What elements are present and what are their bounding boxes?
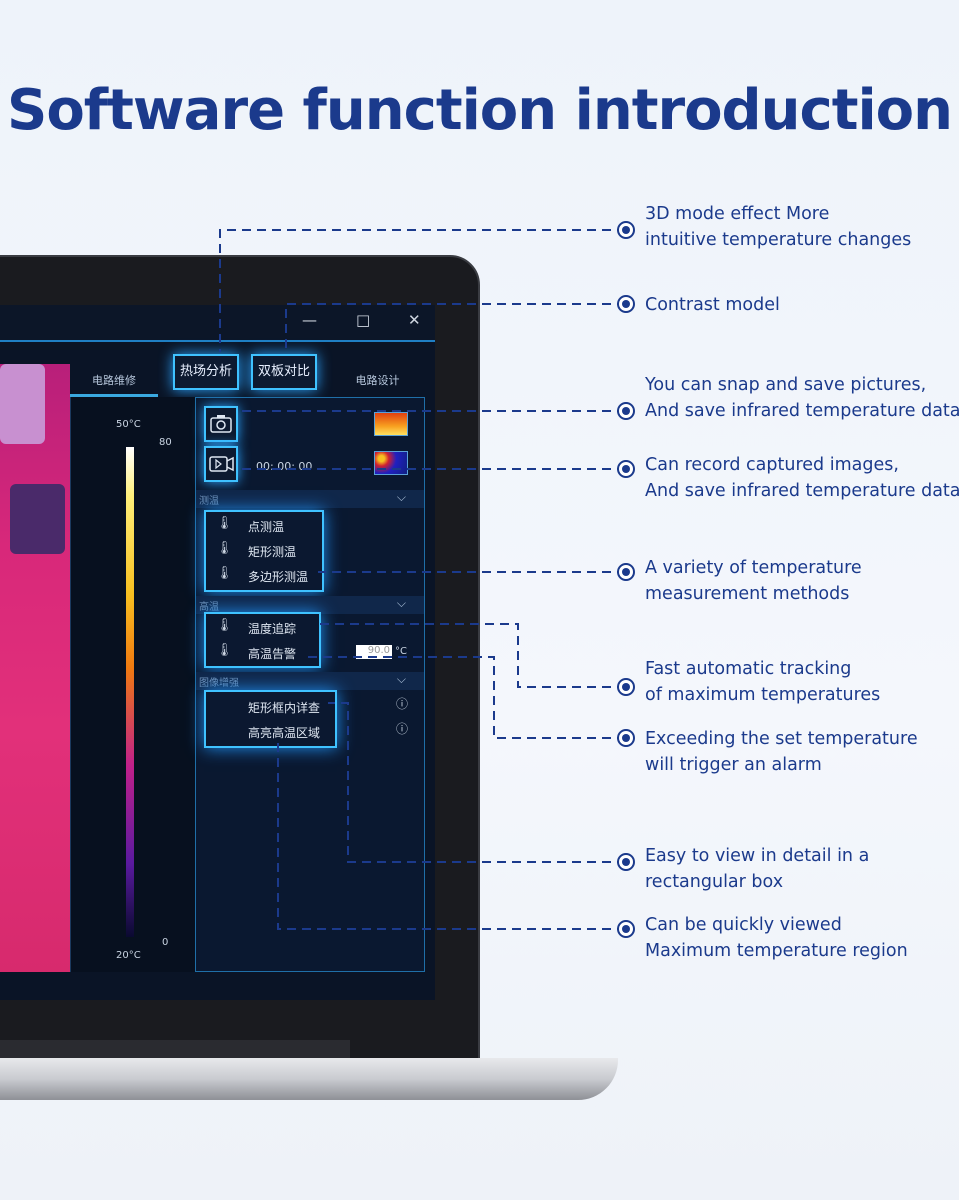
section-measure-label: 测温 [199, 496, 219, 507]
colorbar-panel: 50°C 80 0 20°C [70, 397, 195, 972]
section-enhance[interactable]: 图像增强 ⌵ [196, 672, 424, 690]
tab-circuit-repair[interactable]: 电路维修 [92, 374, 136, 387]
recording-thumbnail[interactable] [374, 451, 408, 475]
leader-line [305, 656, 626, 739]
temperature-tracking[interactable]: 温度追踪 [248, 622, 297, 636]
chevron-down-icon[interactable]: ⌵ [396, 672, 406, 686]
annotation-marker [617, 295, 635, 313]
colorbar [126, 447, 134, 937]
chevron-down-icon[interactable]: ⌵ [396, 490, 406, 504]
highlight-high-temp[interactable]: 高亮高温区域 [248, 726, 321, 740]
enhance-tools: 矩形框内详查 高亮高温区域 [204, 690, 337, 748]
annotation-marker [617, 853, 635, 871]
active-tab-indicator [70, 394, 158, 397]
annotation-marker [617, 402, 635, 420]
leader-line [328, 702, 626, 863]
colorbar-top-value: 80 [159, 437, 172, 448]
section-high-temp-label: 高温 [199, 602, 219, 613]
high-temp-alarm[interactable]: 高温告警 [248, 647, 297, 661]
record-button[interactable] [204, 446, 238, 482]
annotation-marker [617, 221, 635, 239]
annotation-marker [617, 920, 635, 938]
annotation-marker [617, 460, 635, 478]
title-bar: — □ ✕ [0, 305, 435, 340]
chevron-down-icon[interactable]: ⌵ [396, 596, 406, 610]
laptop-base [0, 1058, 618, 1100]
help-icon[interactable]: ⓘ [396, 697, 409, 711]
tools-panel: 00: 00: 00 测温⌵ 🌡 点测温 🌡 矩形测温 🌡 多边形测温 高温⌵ … [195, 397, 425, 972]
annotation-marker [617, 563, 635, 581]
minimize-button[interactable]: — [302, 311, 317, 329]
section-high-temp[interactable]: 高温 ⌵ [196, 596, 424, 614]
annotation-marker [617, 678, 635, 696]
help-icon[interactable]: ⓘ [396, 722, 409, 736]
thermometer-icon: 🌡 [216, 566, 233, 581]
laptop-hinge [0, 1040, 350, 1058]
section-measure[interactable]: 测温 ⌵ [196, 490, 424, 508]
annotation-contrast: Contrast model [645, 295, 780, 315]
rectangle-measure[interactable]: 矩形测温 [248, 545, 297, 559]
measure-tools: 🌡 点测温 🌡 矩形测温 🌡 多边形测温 [204, 510, 324, 592]
page-title: Software function introduction [6, 78, 953, 143]
app-window: — □ ✕ 电路维修 电路设计 热场分析 双板对比 50°C 80 0 20°C… [0, 305, 435, 1000]
polygon-measure[interactable]: 多边形测温 [248, 570, 309, 584]
close-button[interactable]: ✕ [408, 311, 421, 329]
point-measure[interactable]: 点测温 [248, 520, 285, 534]
colorbar-bottom-temp: 20°C [116, 950, 141, 961]
maximize-button[interactable]: □ [356, 311, 371, 329]
thermometer-icon: 🌡 [216, 618, 233, 633]
annotation-record: Can record captured images,And save infr… [645, 455, 959, 501]
leader-line [315, 623, 626, 688]
video-camera-icon [209, 456, 234, 472]
thermal-image [0, 364, 70, 972]
thermometer-icon: 🌡 [216, 516, 233, 531]
colorbar-bottom-value: 0 [162, 937, 169, 948]
thermal-analysis-button[interactable]: 热场分析 [173, 354, 239, 390]
annotation-snapshot: You can snap and save pictures,And save … [645, 375, 959, 421]
high-temp-tools: 🌡 温度追踪 🌡 高温告警 [204, 612, 321, 668]
leader-line [219, 229, 626, 352]
thermometer-icon: 🌡 [216, 541, 233, 556]
leader-line [285, 303, 626, 352]
leader-line [277, 743, 626, 930]
rectangle-detail[interactable]: 矩形框内详查 [248, 701, 321, 715]
main-area: 电路维修 电路设计 热场分析 双板对比 50°C 80 0 20°C 00: 0… [0, 340, 435, 1000]
alarm-unit: °C [395, 646, 407, 657]
colorbar-top-temp: 50°C [116, 419, 141, 430]
snapshot-button[interactable] [204, 406, 238, 442]
section-enhance-label: 图像增强 [199, 678, 239, 689]
dual-board-compare-button[interactable]: 双板对比 [251, 354, 317, 390]
tab-circuit-design[interactable]: 电路设计 [355, 374, 400, 387]
snapshot-thumbnail[interactable] [374, 412, 408, 436]
record-timer: 00: 00: 00 [256, 460, 313, 473]
annotation-marker [617, 729, 635, 747]
thermometer-icon: 🌡 [216, 643, 233, 658]
camera-icon [210, 415, 232, 433]
alarm-threshold-input[interactable]: 90.0 [356, 645, 392, 659]
